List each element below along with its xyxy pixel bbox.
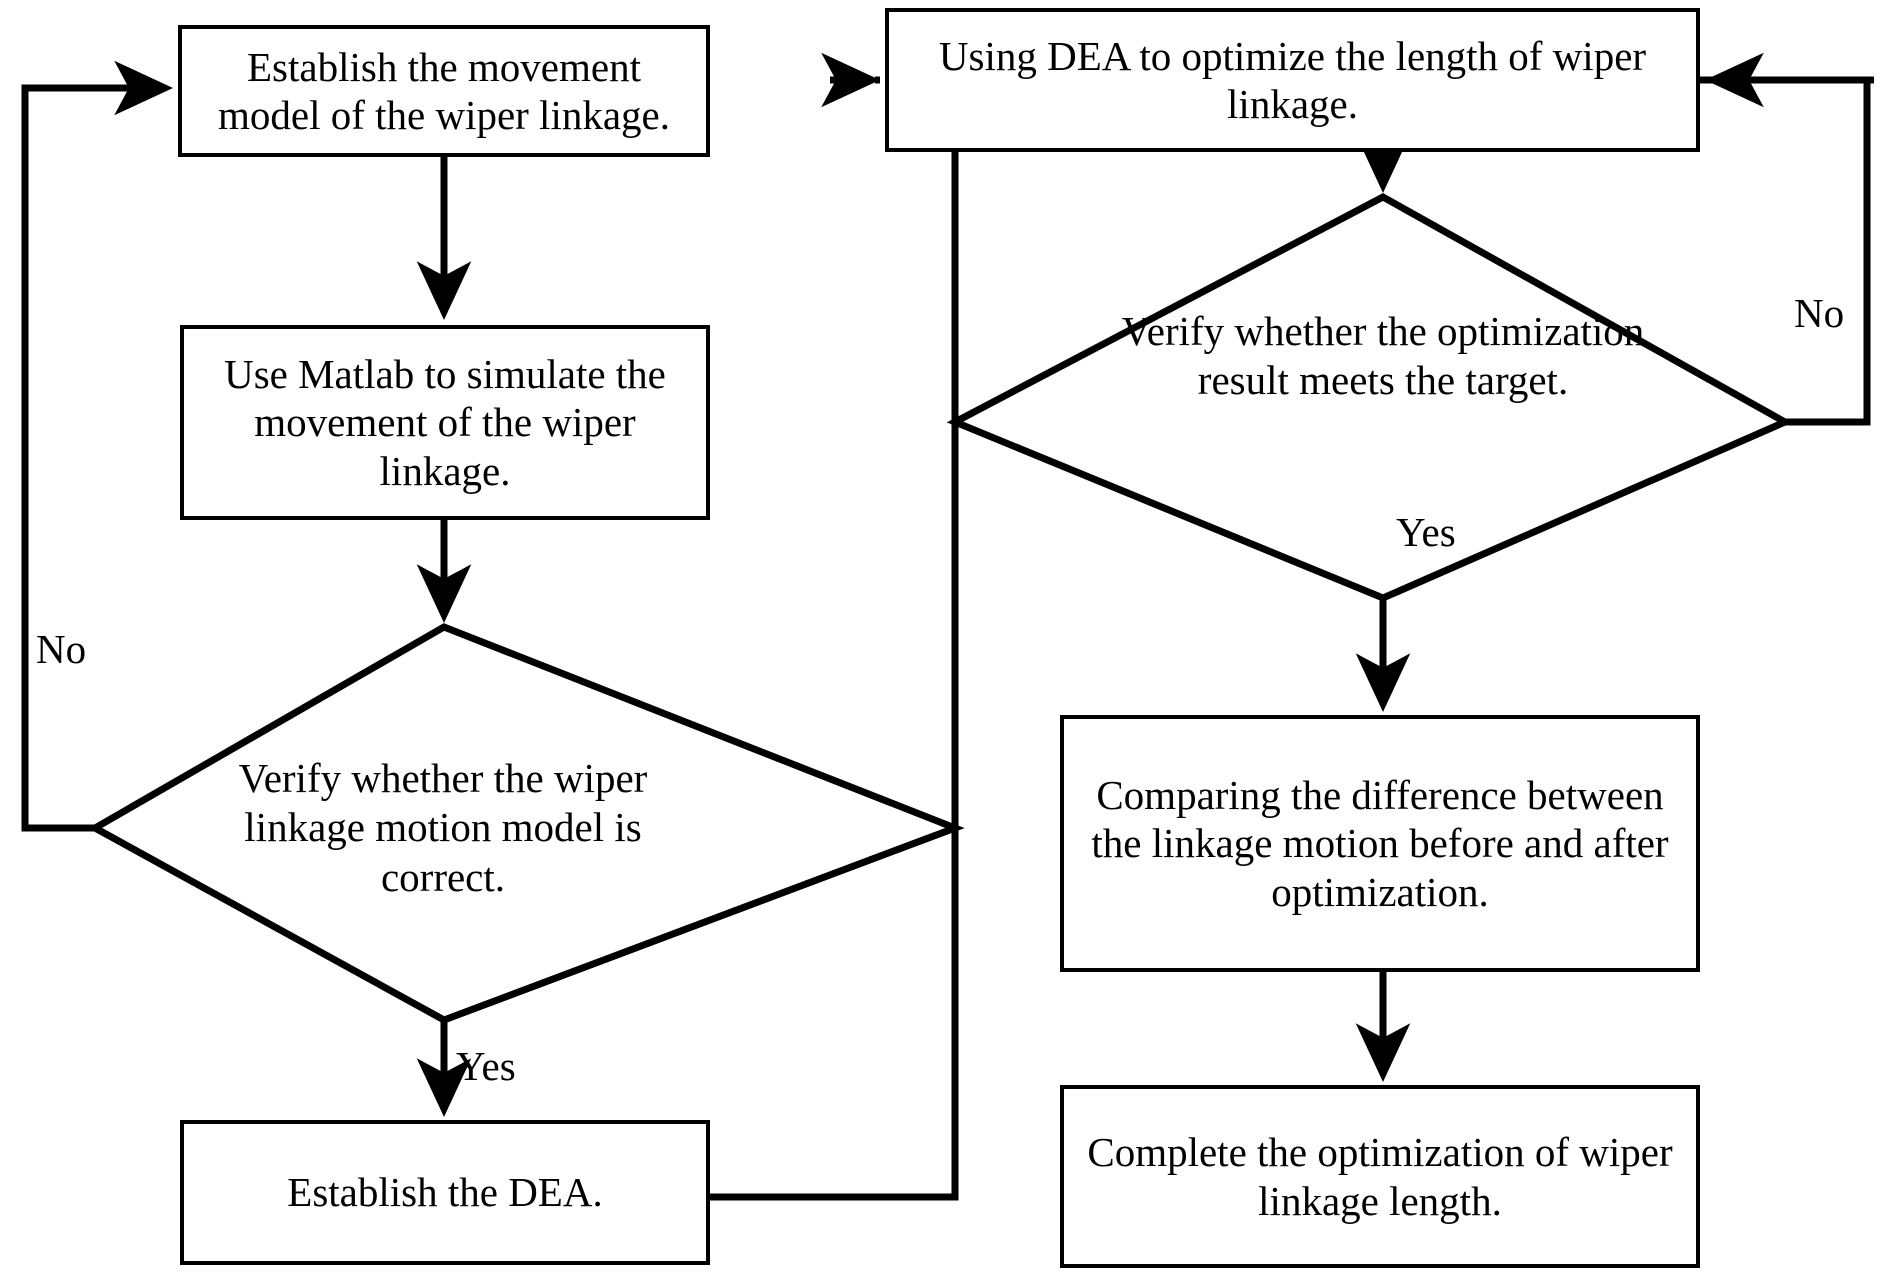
node-verify-optimization-result-label: Verify whether the optimization result m… xyxy=(1121,307,1645,403)
edge-verify-no-loop xyxy=(21,60,173,832)
edge-label-left-no: No xyxy=(36,626,87,672)
node-use-matlab-simulate-label: Use Matlab to simulate the movement of t… xyxy=(224,350,666,494)
node-complete-optimization-label: Complete the optimization of wiper linka… xyxy=(1087,1129,1673,1224)
node-complete-optimization[interactable]: Complete the optimization of wiper linka… xyxy=(1060,1085,1700,1268)
node-verify-optimization-result[interactable]: Verify whether the optimization result m… xyxy=(1113,270,1653,442)
node-using-dea-optimize[interactable]: Using DEA to optimize the length of wipe… xyxy=(885,8,1700,152)
edge-verify2-no-loop xyxy=(1705,52,1871,426)
node-establish-movement-model[interactable]: Establish the movement model of the wipe… xyxy=(178,25,710,157)
node-verify-motion-model-label: Verify whether the wiper linkage motion … xyxy=(238,755,648,900)
edge-dea-to-using-dea xyxy=(710,76,1874,1201)
edge-label-right-no: No xyxy=(1794,290,1845,336)
node-verify-motion-model[interactable]: Verify whether the wiper linkage motion … xyxy=(228,742,658,914)
node-establish-movement-model-label: Establish the movement model of the wipe… xyxy=(217,43,670,138)
edge-label-right-yes: Yes xyxy=(1396,509,1456,555)
node-establish-dea-label: Establish the DEA. xyxy=(287,1169,603,1216)
node-comparing-difference[interactable]: Comparing the difference between the lin… xyxy=(1060,715,1700,972)
node-comparing-difference-label: Comparing the difference between the lin… xyxy=(1091,771,1669,915)
node-use-matlab-simulate[interactable]: Use Matlab to simulate the movement of t… xyxy=(180,325,710,520)
edge-label-left-yes: Yes xyxy=(456,1043,516,1089)
node-using-dea-optimize-label: Using DEA to optimize the length of wipe… xyxy=(938,32,1647,127)
node-establish-dea[interactable]: Establish the DEA. xyxy=(180,1120,710,1265)
